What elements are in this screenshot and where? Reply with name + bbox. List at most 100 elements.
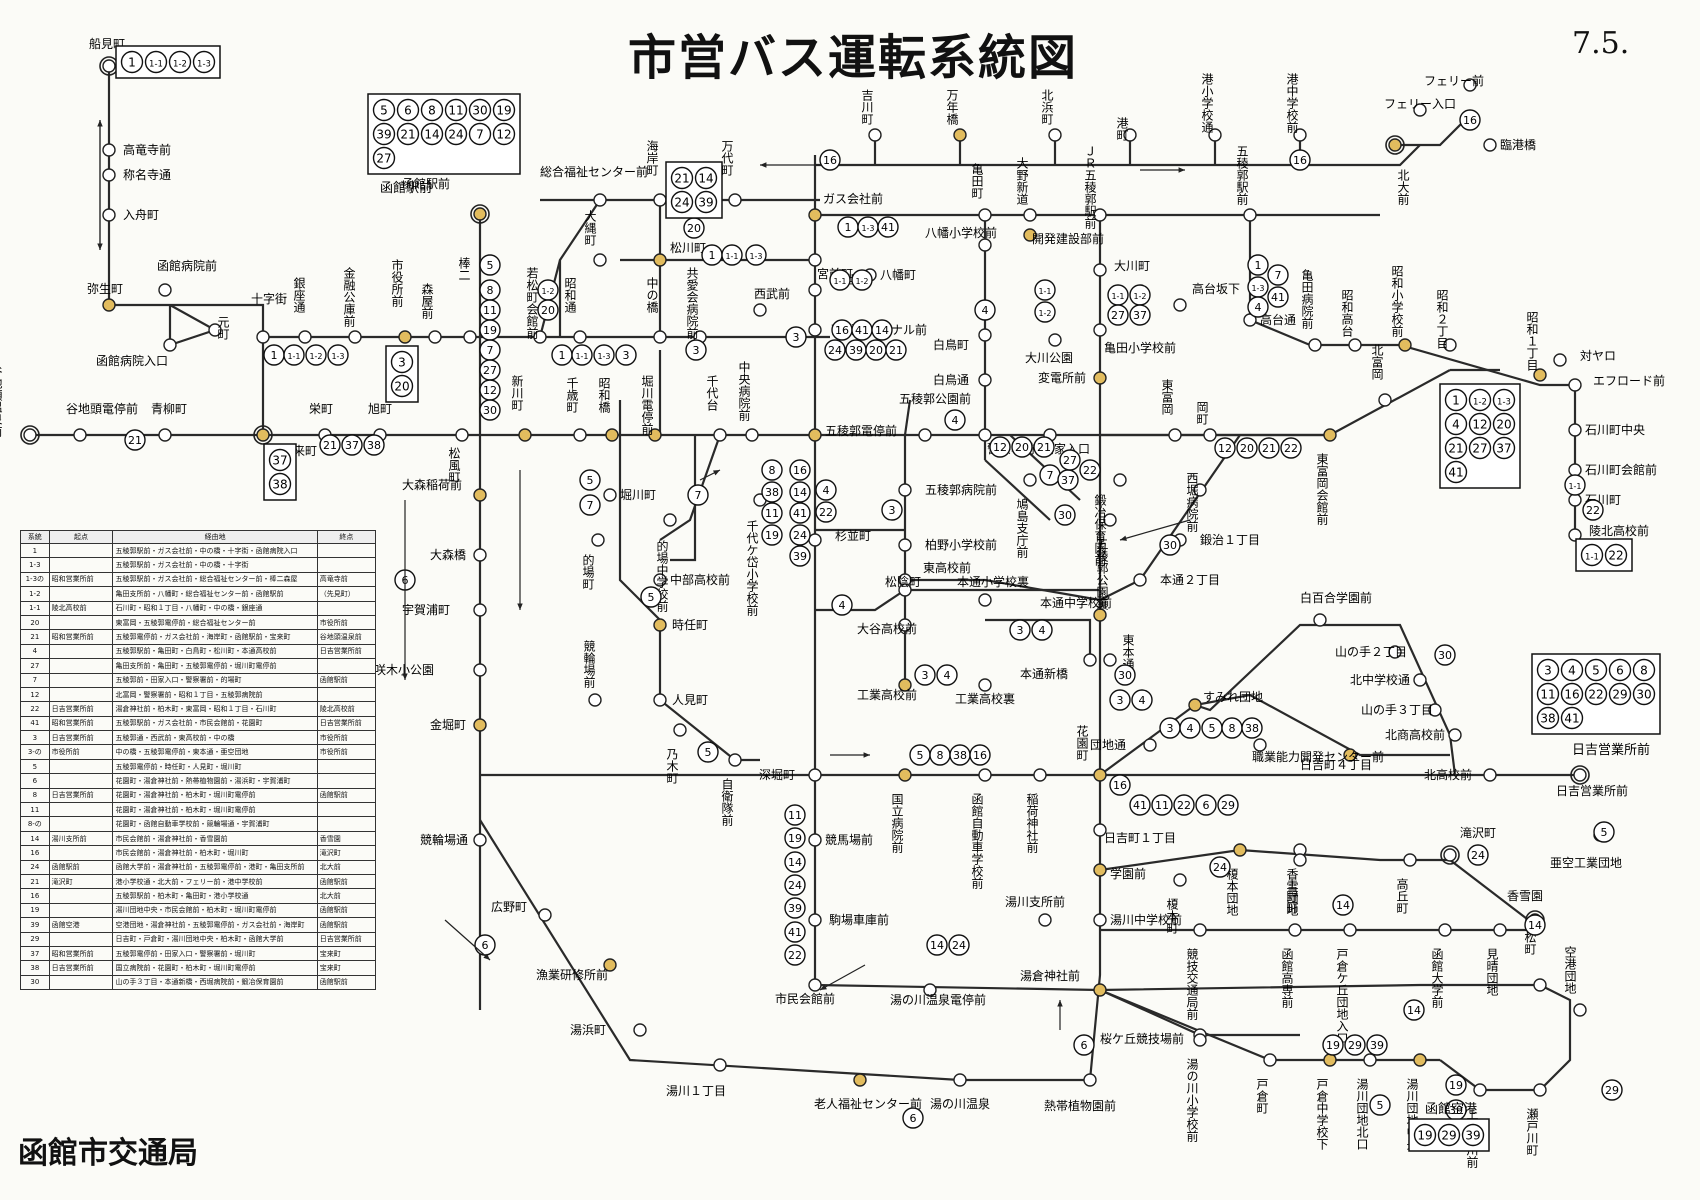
station-label-goryo_koen_ura: 五稜郭公園裏: [1095, 538, 1109, 611]
route-box-label: 8: [428, 104, 436, 118]
legend-cell-origin: [48, 686, 114, 703]
route-dot-label: 11: [788, 809, 802, 822]
route-box-label: 4: [1452, 418, 1460, 432]
legend-cell-no: 20: [20, 614, 50, 631]
route-box-label: 30: [1636, 688, 1651, 702]
station-label-chitose: 千歳町: [565, 377, 579, 413]
stop-nakanohashi: [653, 330, 667, 344]
stop-hiyoshi4: [1343, 748, 1357, 762]
legend-cell-no: 8: [20, 787, 50, 804]
road-segment: [1088, 685, 1102, 1081]
direction-arrow-head: [483, 953, 490, 960]
road-segment: [815, 589, 906, 612]
legend-cell-via: 五稜郭電停前・時任町・人見町・堀川町: [112, 758, 318, 775]
route-box-label: 41: [1448, 466, 1463, 480]
route-box-label: 21: [1448, 442, 1463, 456]
route-dot-1-1: [571, 344, 593, 366]
route-dot-label: 5: [1601, 826, 1608, 839]
legend-cell-dest: [316, 773, 377, 789]
route-dot-label: 3: [922, 669, 929, 682]
stop-sumire: [1188, 698, 1202, 712]
route-dot-38: [363, 434, 385, 456]
stop-kuko_danchi: [1573, 1003, 1587, 1017]
route-dot-3: [1109, 689, 1131, 711]
legend-cell-via: 五稜郭駅前・ガス会社前・総合福祉センター前・棒二森屋: [112, 571, 318, 588]
station-label-taiyo: 対ヤロ: [1580, 349, 1616, 363]
stop-ferry: [1463, 78, 1477, 92]
station-label-sumire: すみれ団地: [1203, 690, 1263, 704]
station-label-omoribashi: 大森橋: [430, 547, 466, 562]
stop-hondori_chu: [1093, 608, 1107, 622]
legend-cell-no: 7: [20, 672, 50, 688]
station-label-sakuragaoka: 桜ケ丘競技場前: [1100, 1031, 1184, 1046]
station-label-hondori_chu: 本通中学校前: [1040, 595, 1112, 610]
route-dot-19: [1445, 1074, 1467, 1096]
stop-shomyoji: [102, 168, 116, 182]
stop-kouryuji: [102, 143, 116, 157]
route-box-label: 5: [380, 104, 388, 118]
route-box-dot-4: [1444, 412, 1468, 436]
station-label-nishiboro_byoin: 西堀病院前: [1185, 472, 1199, 532]
station-label-enomoto_danchi: 榎本団地: [1225, 867, 1239, 916]
route-box-dot-6: [396, 98, 420, 122]
stop-yayoi: [102, 298, 116, 312]
route-dot-label: 30: [1163, 539, 1177, 552]
station-label-moto: 元町: [216, 316, 230, 340]
station-label-horikawa_dentei: 堀川電停前: [640, 374, 654, 435]
route-dot-label: 41: [793, 507, 807, 520]
legend-cell-via: 空港団地・湯倉神社前・五稜郭電停前・ガス会社前・海岸町: [112, 917, 318, 933]
route-dot-41: [1267, 286, 1289, 308]
route-dot-41: [1129, 794, 1151, 816]
route-dot-19: [1322, 1034, 1344, 1056]
route-box-dot-41: [1444, 460, 1468, 484]
route-dot-3: [615, 344, 637, 366]
station-label-enomoto: 榎本町: [1165, 897, 1179, 934]
station-label-yunokawa_onsen_dentei: 湯の川温泉電停前: [890, 992, 986, 1007]
route-dot-27: [1107, 304, 1129, 326]
stop-keisatsu: [978, 428, 992, 442]
station-label-yunokawa_onsen: 湯の川温泉: [930, 1097, 990, 1111]
stop-yunokawa_chu: [1093, 913, 1107, 927]
legend-cell-origin: [48, 758, 114, 775]
station-label-kitahama: 北浜町: [1040, 89, 1054, 125]
legend-cell-via: 湯倉神社前・柏木町・東富岡・昭和１丁目・石川町: [112, 701, 318, 717]
road-segment: [1099, 988, 1300, 1037]
direction-arrow-head: [1057, 1000, 1063, 1007]
station-label-hanazono: 花園町: [1075, 724, 1089, 761]
station-label-rinko: 臨港橋: [1500, 138, 1536, 152]
road-segment: [168, 304, 218, 347]
route-box-dot-24: [670, 190, 694, 214]
route-box-dot-30: [468, 98, 492, 122]
station-label-hokkou: 北高校前: [1424, 767, 1472, 782]
legend-cell-no: 1-2: [20, 586, 50, 602]
stop-ishikawa: [1568, 493, 1582, 507]
stop-nettai: [1083, 1073, 1097, 1087]
route-dot-label: 4: [839, 599, 846, 612]
station-label-kameda: 亀田町: [970, 163, 984, 199]
route-box-dot-20: [1492, 412, 1516, 436]
stop-kitatomioka: [1378, 393, 1392, 407]
route-dot-label: 7: [487, 344, 494, 357]
station-label-chiyodai: 千代台: [705, 375, 719, 411]
stop-gosengo_eki: [1243, 208, 1257, 222]
station-label-kaigan: 海岸町: [645, 139, 659, 176]
route-box-label: 22: [1608, 549, 1623, 563]
route-box-dot-8: [420, 98, 444, 122]
route-box-label: 5: [1592, 664, 1600, 678]
legend-cell-origin: 函館駅前: [48, 859, 114, 875]
route-dot-7: [687, 484, 709, 506]
route-dot-label: 14: [1407, 1004, 1421, 1017]
route-dot-label: 3: [1017, 624, 1024, 637]
route-dot-label: 21: [1262, 442, 1276, 455]
legend-cell-origin: [48, 888, 114, 904]
legend-cell-dest: [316, 802, 377, 818]
route-dot-5: [1369, 1094, 1391, 1116]
station-label-matsukawa: 松川町: [670, 241, 706, 255]
route-dot-24: [948, 934, 970, 956]
route-dot-label: 4: [982, 304, 989, 317]
stop-ishikawa_kaikan: [1568, 463, 1582, 477]
